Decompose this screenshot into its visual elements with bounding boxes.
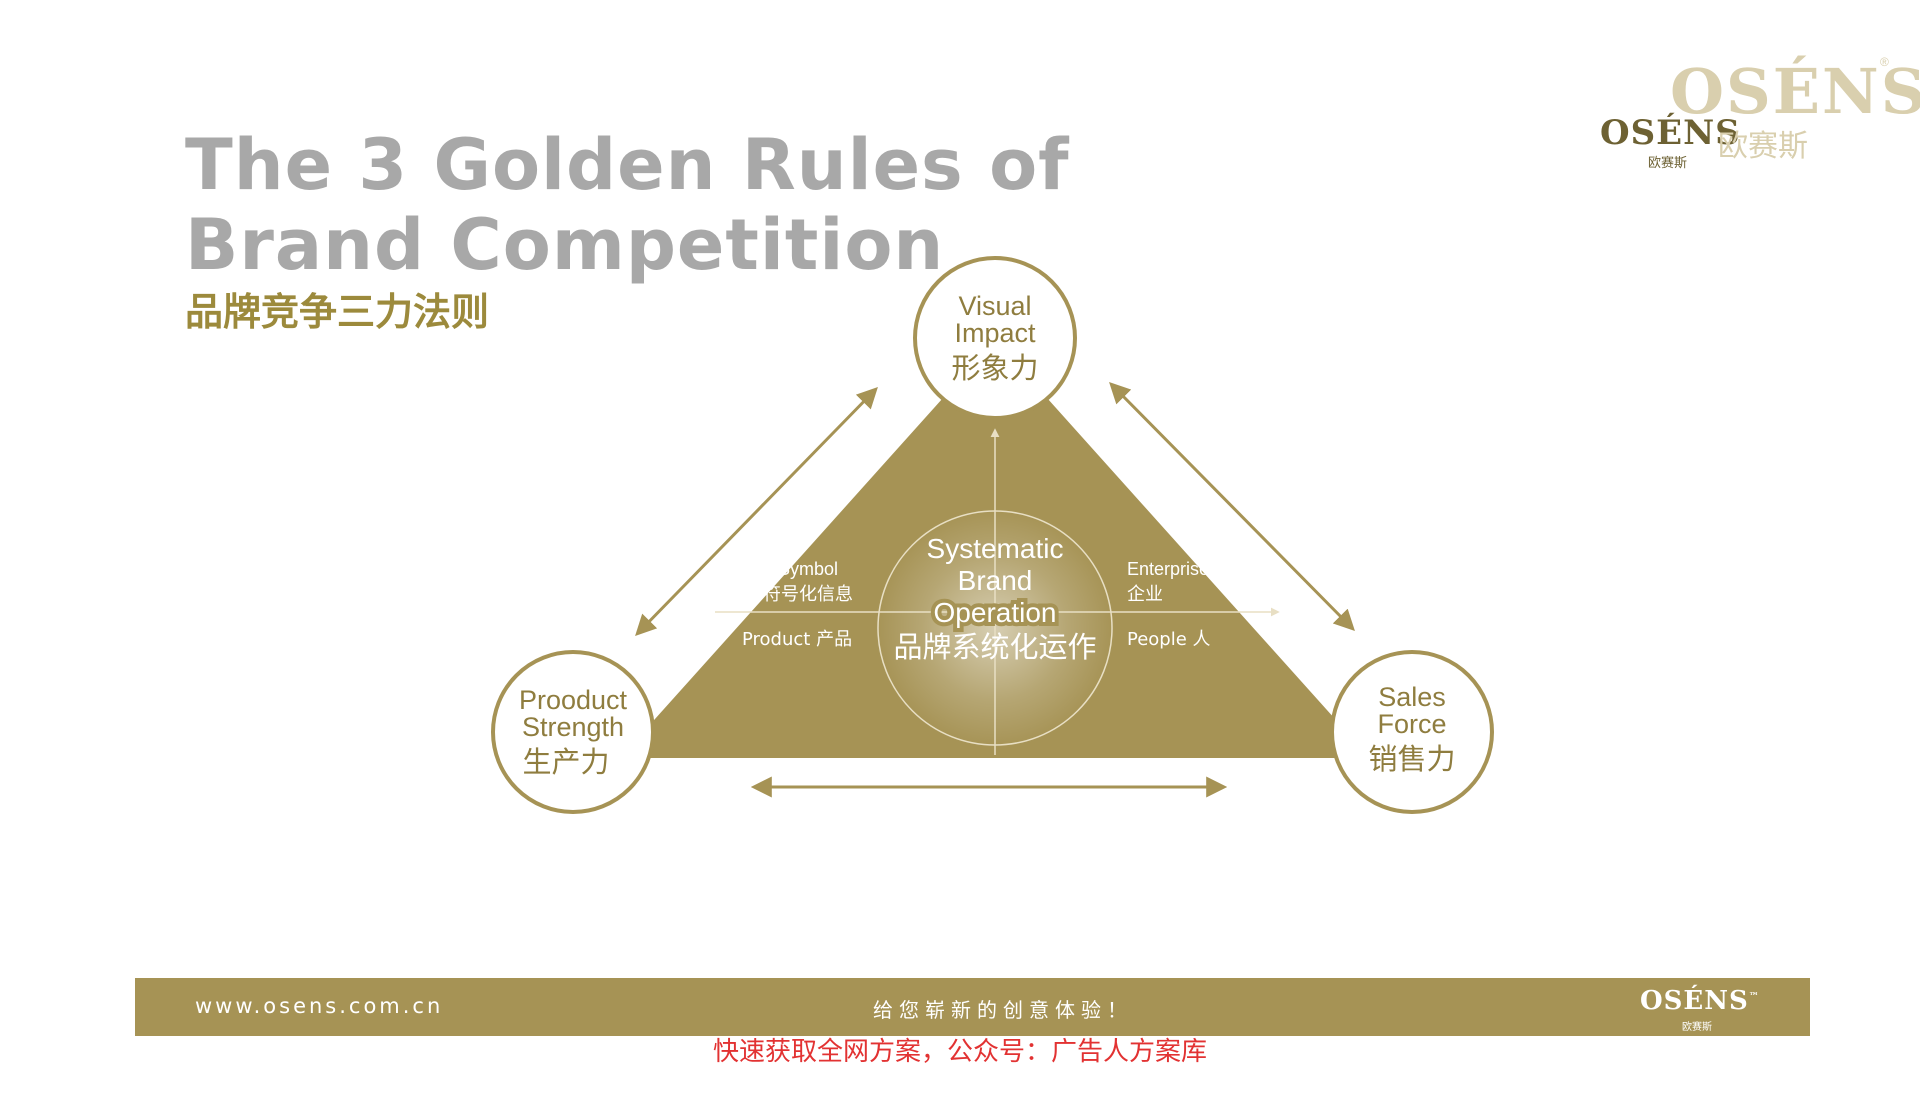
right-node-label-chinese: 销售力 — [1368, 742, 1455, 776]
center-label-3: Operation — [934, 597, 1057, 628]
footer-logo: OSÉNS™ — [1640, 986, 1760, 1016]
people-label: People 人 — [1127, 629, 1211, 650]
right-node-label-2: Force — [1377, 709, 1446, 739]
symbol-label: Symbol — [778, 559, 838, 579]
top-node-label-1: Visual — [958, 291, 1031, 321]
footer-logo-tm: ™ — [1748, 991, 1760, 1003]
logo-wordmark-small: OSÉNS — [1600, 113, 1741, 153]
product-label: Product 产品 — [742, 629, 852, 650]
footer-slogan: 给您崭新的创意体验！ — [873, 998, 1133, 1022]
title-line-1: The 3 Golden Rules of — [185, 124, 1070, 206]
brand-logo: OSÉNS ® OSÉNS 欧赛斯 欧赛斯 — [1600, 55, 1920, 171]
logo-wordmark-large: OSÉNS — [1670, 55, 1920, 128]
title-line-2: Brand Competition — [185, 204, 945, 286]
left-node-label-chinese: 生产力 — [522, 745, 609, 779]
center-label-1: Systematic — [927, 533, 1064, 564]
top-node-label-2: Impact — [954, 318, 1036, 348]
logo-chinese-large: 欧赛斯 — [1718, 129, 1808, 164]
enterprise-chinese-label: 企业 — [1127, 584, 1163, 605]
top-node-label-chinese: 形象力 — [951, 351, 1038, 385]
left-node-label-1: Prooduct — [519, 685, 628, 715]
page-subtitle-chinese: 品牌竞争三力法则 — [185, 290, 490, 334]
page-title: The 3 Golden Rules of Brand Competition — [185, 125, 1070, 285]
logo-registered-mark: ® — [1880, 55, 1889, 69]
enterprise-label: Enterprise — [1127, 559, 1209, 579]
arrow-top-right — [1109, 382, 1355, 631]
footer-logo-text: OSÉNS — [1640, 986, 1749, 1016]
center-label-chinese: 品牌系统化运作 — [893, 630, 1096, 664]
logo-chinese-small: 欧赛斯 — [1648, 156, 1688, 171]
left-node-circle — [491, 650, 655, 814]
watermark-text: 快速获取全网方案，公众号：广告人方案库 — [712, 1037, 1207, 1067]
right-node-label-1: Sales — [1378, 682, 1446, 712]
top-node-circle — [913, 256, 1077, 420]
center-label-2: Brand — [958, 565, 1033, 596]
symbol-chinese-label: 符号化信息 — [763, 584, 853, 605]
footer-logo-chinese: 欧赛斯 — [1682, 1022, 1712, 1033]
left-node-label-2: Strength — [522, 712, 624, 742]
arrow-top-left — [635, 386, 878, 637]
footer-bar: www.osens.com.cn 给您崭新的创意体验！ OSÉNS™ 欧赛斯 — [135, 978, 1810, 1036]
right-node-circle — [1330, 650, 1494, 814]
footer-url: www.osens.com.cn — [195, 994, 444, 1018]
